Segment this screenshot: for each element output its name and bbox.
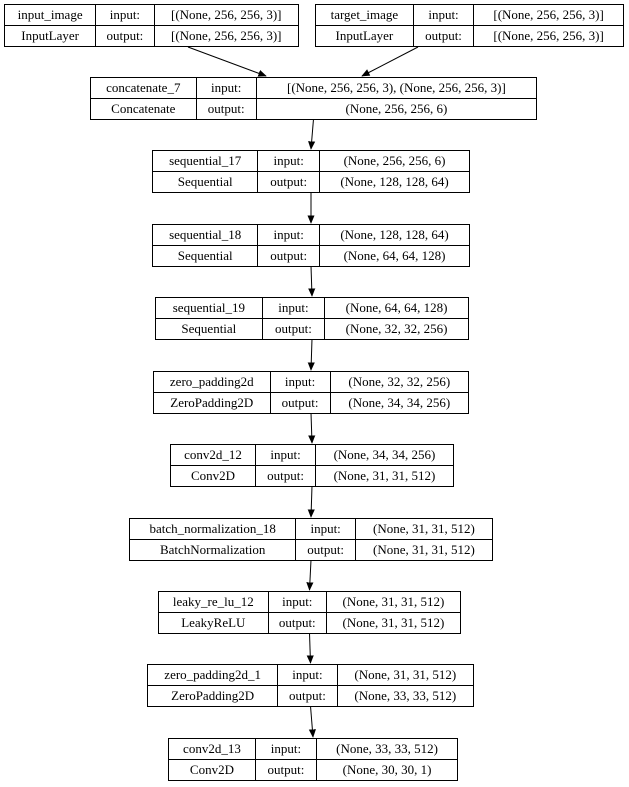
layer-name: concatenate_7 — [90, 77, 197, 99]
input-shape: (None, 31, 31, 512) — [336, 664, 475, 686]
edge-conv2d_12-to-batch_normalization_18 — [307, 485, 315, 518]
output-shape: (None, 31, 31, 512) — [354, 539, 494, 561]
output-label: output: — [195, 98, 257, 120]
edge-zero_padding2d-to-conv2d_12 — [308, 412, 316, 444]
layer-name: conv2d_13 — [168, 738, 256, 760]
edge-sequential_19-to-zero_padding2d — [307, 338, 315, 371]
layer-name: target_image — [315, 4, 414, 26]
layer-name: input_image — [3, 4, 97, 26]
layer-node-conv2d_13: conv2d_13 input: (None, 33, 33, 512) Con… — [168, 738, 458, 781]
input-shape: (None, 128, 128, 64) — [318, 224, 471, 246]
edge-target_image-to-concatenate_7 — [361, 46, 419, 77]
layer-node-concatenate_7: concatenate_7 input: [(None, 256, 256, 3… — [90, 77, 538, 120]
edge-concatenate_7-to-sequential_17 — [308, 118, 316, 150]
input-label: input: — [257, 224, 320, 246]
input-shape: [(None, 256, 256, 3), (None, 256, 256, 3… — [255, 77, 538, 99]
edge-input_image-to-concatenate_7 — [187, 46, 267, 77]
layer-name: zero_padding2d — [153, 371, 271, 393]
layer-node-zero_padding2d: zero_padding2d input: (None, 32, 32, 256… — [153, 371, 470, 414]
layer-name: conv2d_12 — [169, 444, 257, 466]
input-shape: (None, 64, 64, 128) — [324, 297, 469, 319]
edge-leaky_re_lu_12-to-zero_padding2d_1 — [306, 632, 314, 664]
layer-class: ZeroPadding2D — [146, 685, 279, 707]
input-label: input: — [195, 77, 257, 99]
layer-node-conv2d_12: conv2d_12 input: (None, 34, 34, 256) Con… — [169, 444, 455, 487]
layer-name: batch_normalization_18 — [128, 518, 297, 540]
output-shape: (None, 64, 64, 128) — [318, 245, 471, 267]
input-label: input: — [412, 4, 475, 26]
output-label: output: — [95, 25, 155, 47]
layer-class: Sequential — [155, 318, 263, 340]
input-shape: (None, 33, 33, 512) — [316, 738, 458, 760]
input-shape: (None, 256, 256, 6) — [318, 150, 471, 172]
output-label: output: — [277, 685, 338, 707]
output-label: output: — [295, 539, 356, 561]
layer-name: sequential_18 — [151, 224, 259, 246]
layer-name: zero_padding2d_1 — [146, 664, 279, 686]
output-label: output: — [267, 612, 327, 634]
input-label: input: — [261, 297, 326, 319]
layer-node-leaky_re_lu_12: leaky_re_lu_12 input: (None, 31, 31, 512… — [158, 591, 462, 634]
input-shape: [(None, 256, 256, 3)] — [473, 4, 624, 26]
layer-class: Conv2D — [168, 759, 256, 781]
edge-batch_normalization_18-to-leaky_re_lu_12 — [306, 559, 314, 591]
input-label: input: — [254, 738, 318, 760]
input-label: input: — [295, 518, 356, 540]
output-label: output: — [261, 318, 326, 340]
output-shape: [(None, 256, 256, 3)] — [473, 25, 624, 47]
layer-node-sequential_18: sequential_18 input: (None, 128, 128, 64… — [151, 224, 471, 267]
output-shape: (None, 32, 32, 256) — [324, 318, 469, 340]
layer-name: sequential_19 — [155, 297, 263, 319]
layer-class: Concatenate — [90, 98, 197, 120]
layer-class: Sequential — [151, 245, 259, 267]
input-label: input: — [269, 371, 331, 393]
output-label: output: — [412, 25, 475, 47]
layer-node-batch_normalization_18: batch_normalization_18 input: (None, 31,… — [128, 518, 494, 561]
output-shape: (None, 33, 33, 512) — [336, 685, 475, 707]
layer-class: Sequential — [151, 171, 259, 193]
layer-node-sequential_19: sequential_19 input: (None, 64, 64, 128)… — [155, 297, 469, 340]
output-label: output: — [269, 392, 331, 414]
input-shape: (None, 31, 31, 512) — [325, 591, 462, 613]
layer-class: InputLayer — [3, 25, 97, 47]
layer-node-target_image: target_image input: [(None, 256, 256, 3)… — [315, 4, 624, 47]
layer-name: leaky_re_lu_12 — [158, 591, 269, 613]
layer-node-zero_padding2d_1: zero_padding2d_1 input: (None, 31, 31, 5… — [146, 664, 475, 707]
layer-class: Conv2D — [169, 465, 257, 487]
input-shape: [(None, 256, 256, 3)] — [153, 4, 300, 26]
layer-name: sequential_17 — [151, 150, 259, 172]
output-label: output: — [255, 465, 316, 487]
input-shape: (None, 31, 31, 512) — [354, 518, 494, 540]
input-label: input: — [277, 664, 338, 686]
output-shape: (None, 31, 31, 512) — [314, 465, 455, 487]
output-label: output: — [254, 759, 318, 781]
output-shape: [(None, 256, 256, 3)] — [153, 25, 300, 47]
edge-zero_padding2d_1-to-conv2d_13 — [308, 705, 316, 738]
output-shape: (None, 34, 34, 256) — [329, 392, 470, 414]
input-label: input: — [267, 591, 327, 613]
output-label: output: — [257, 245, 320, 267]
layer-class: LeakyReLU — [158, 612, 269, 634]
input-label: input: — [257, 150, 320, 172]
input-shape: (None, 34, 34, 256) — [314, 444, 455, 466]
output-shape: (None, 30, 30, 1) — [316, 759, 458, 781]
layer-class: ZeroPadding2D — [153, 392, 271, 414]
output-shape: (None, 128, 128, 64) — [318, 171, 471, 193]
layer-node-input_image: input_image input: [(None, 256, 256, 3)]… — [3, 4, 300, 47]
input-label: input: — [95, 4, 155, 26]
layer-node-sequential_17: sequential_17 input: (None, 256, 256, 6)… — [151, 150, 471, 193]
layer-class: BatchNormalization — [128, 539, 297, 561]
input-label: input: — [255, 444, 316, 466]
layer-class: InputLayer — [315, 25, 414, 47]
output-shape: (None, 256, 256, 6) — [255, 98, 538, 120]
output-shape: (None, 31, 31, 512) — [325, 612, 462, 634]
edge-sequential_18-to-sequential_19 — [308, 265, 316, 297]
input-shape: (None, 32, 32, 256) — [329, 371, 470, 393]
output-label: output: — [257, 171, 320, 193]
